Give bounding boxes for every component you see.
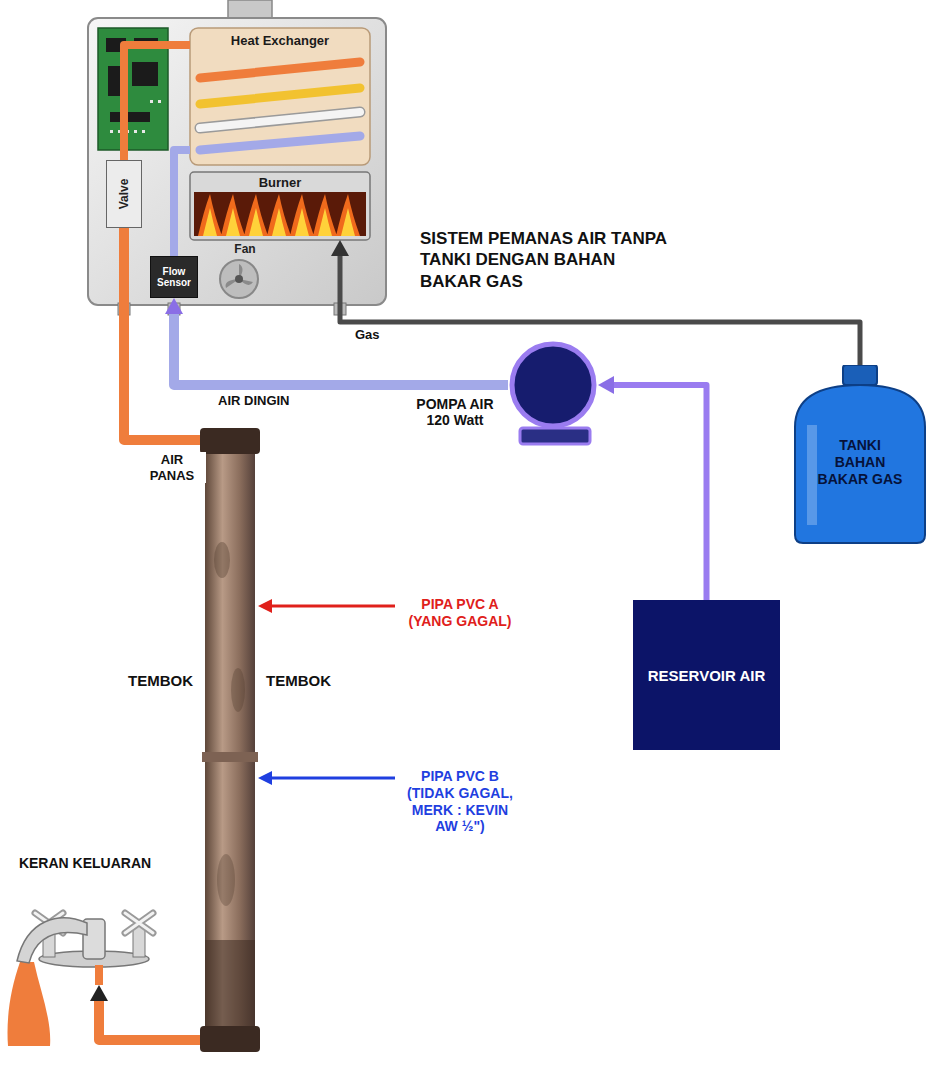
pipe-connector — [174, 150, 190, 256]
leader-line — [270, 777, 395, 780]
fan-shape — [216, 258, 262, 300]
node-text: KERAN KELUARAN — [0, 855, 171, 871]
pipe-label: AIR DINGIN — [215, 393, 293, 409]
water-pump: POMPA AIR 120 Watt — [508, 340, 598, 430]
valve-box: Valve — [106, 160, 142, 228]
pipe-stain — [217, 854, 235, 906]
node-text: Flow Sensor — [151, 266, 197, 288]
burner-box: Burner — [190, 172, 370, 240]
flame-cores — [203, 208, 355, 236]
board-chips — [106, 38, 158, 122]
hot-coil — [200, 62, 360, 78]
wall-label: TEMBOK — [266, 672, 331, 689]
faucet-inlet — [95, 965, 103, 985]
heat-exchanger-chamber — [190, 28, 370, 165]
tank-highlight — [807, 425, 817, 525]
fan: Fan — [216, 242, 274, 300]
faucet-shape — [0, 875, 159, 985]
callout-label: PIPA PVC B (TIDAK GAGAL, MERK : KEVIN AW… — [400, 768, 520, 835]
burner-housing — [190, 172, 370, 240]
wall-label: TEMBOK — [128, 672, 193, 689]
pump-shape — [508, 340, 598, 430]
pvc-pipe — [205, 448, 255, 1030]
mild-coil-outline — [200, 112, 360, 128]
pipe-stain — [214, 542, 230, 578]
node-text: TANKI BAHAN BAKAR GAS — [785, 437, 935, 487]
pump-base — [520, 428, 590, 444]
leader-line — [270, 605, 395, 608]
leader-arrowhead — [258, 771, 272, 785]
pipe-label: Gas — [352, 327, 383, 343]
bottom-elbow — [200, 1026, 260, 1052]
faucet: KERAN KELUARAN — [0, 855, 171, 985]
hot-water-stream — [8, 962, 51, 1046]
burner-chamber — [194, 192, 366, 236]
pipe-connector — [340, 254, 860, 365]
pipe-joint — [202, 752, 258, 762]
fan-blades — [226, 264, 253, 288]
node-text: Heat Exchanger — [231, 33, 329, 48]
flow-sensor-box: Flow Sensor — [150, 256, 198, 298]
board-pins — [110, 100, 161, 133]
cold-coil — [200, 136, 360, 150]
pipe-connector — [612, 385, 707, 600]
node-text: Burner — [259, 175, 302, 190]
mild-coil — [200, 112, 360, 128]
faucet-spout — [17, 918, 87, 963]
pipe-dark-band — [205, 940, 255, 1030]
node-text: RESERVOIR AIR — [648, 667, 766, 684]
fan-hub — [235, 275, 243, 283]
diagram-title: SISTEM PEMANAS AIR TANPA TANKI DENGAN BA… — [420, 228, 670, 292]
pipe-label: AIR PANAS — [138, 452, 206, 483]
leader-arrowhead — [258, 599, 272, 613]
node-text: Valve — [117, 179, 131, 210]
node-text: POMPA AIR 120 Watt — [408, 396, 502, 428]
node-text: Fan — [216, 242, 274, 256]
callout-label: PIPA PVC A (YANG GAGAL) — [400, 596, 520, 630]
pump-body — [512, 344, 594, 426]
flames — [198, 194, 360, 236]
warm-coil — [200, 88, 360, 104]
top-elbow — [200, 428, 260, 454]
heat-exchanger: Heat Exchanger — [190, 28, 370, 165]
pipe-connector — [124, 45, 190, 160]
pipe-stain — [231, 668, 245, 712]
water-reservoir: RESERVOIR AIR — [633, 600, 780, 750]
gas-tank: TANKI BAHAN BAKAR GAS — [785, 365, 935, 545]
fan-housing — [220, 260, 258, 298]
tank-valve — [843, 365, 877, 385]
